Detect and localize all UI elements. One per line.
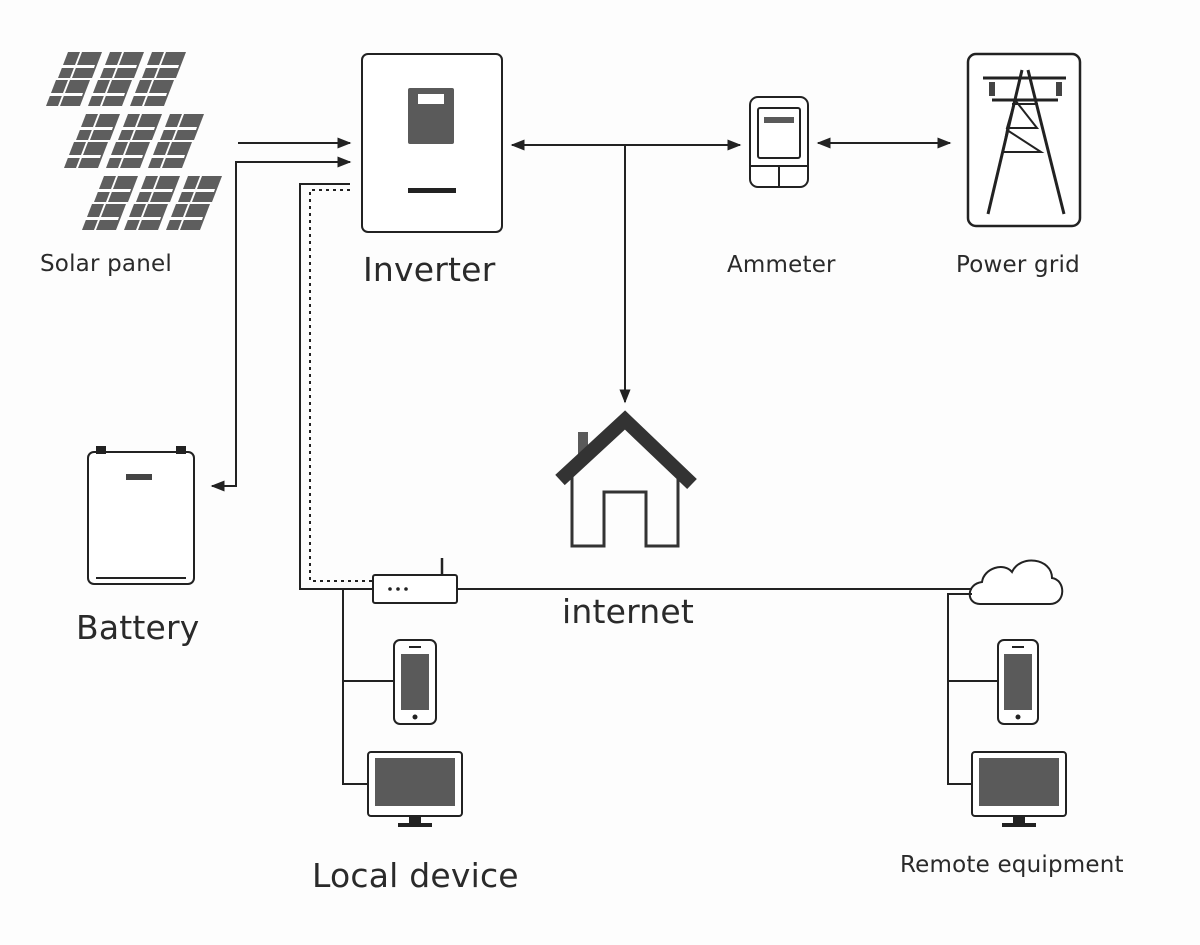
- cloud-icon: [968, 559, 1064, 605]
- house-icon: [555, 410, 697, 548]
- local-device-bus: [342, 589, 368, 785]
- power-grid-label: Power grid: [956, 252, 1080, 278]
- inverter-router-solid-line: [299, 183, 373, 590]
- remote-equipment-bus: [947, 593, 972, 785]
- solar-panel-icon: [46, 52, 222, 230]
- smartphone-icon: [393, 639, 437, 725]
- internet-label: internet: [562, 592, 695, 631]
- power-tower-icon: [966, 52, 1082, 228]
- solar-panel-label: Solar panel: [40, 251, 172, 277]
- router-icon: [372, 558, 458, 604]
- battery-icon: [87, 446, 195, 585]
- monitor-icon: [367, 751, 463, 827]
- remote-monitor-icon: [971, 751, 1067, 827]
- inverter-router-dotted-line: [309, 189, 373, 582]
- battery-inverter-arrow: [210, 156, 352, 492]
- battery-label: Battery: [76, 608, 200, 647]
- ammeter-label: Ammeter: [727, 252, 836, 278]
- ammeter-icon: [749, 96, 809, 188]
- local-device-label: Local device: [312, 856, 519, 895]
- connection-lines: [210, 137, 998, 785]
- inverter-icon: [361, 53, 503, 233]
- remote-smartphone-icon: [997, 639, 1039, 725]
- inverter-label: Inverter: [363, 250, 496, 289]
- remote-equipment-label: Remote equipment: [900, 852, 1124, 878]
